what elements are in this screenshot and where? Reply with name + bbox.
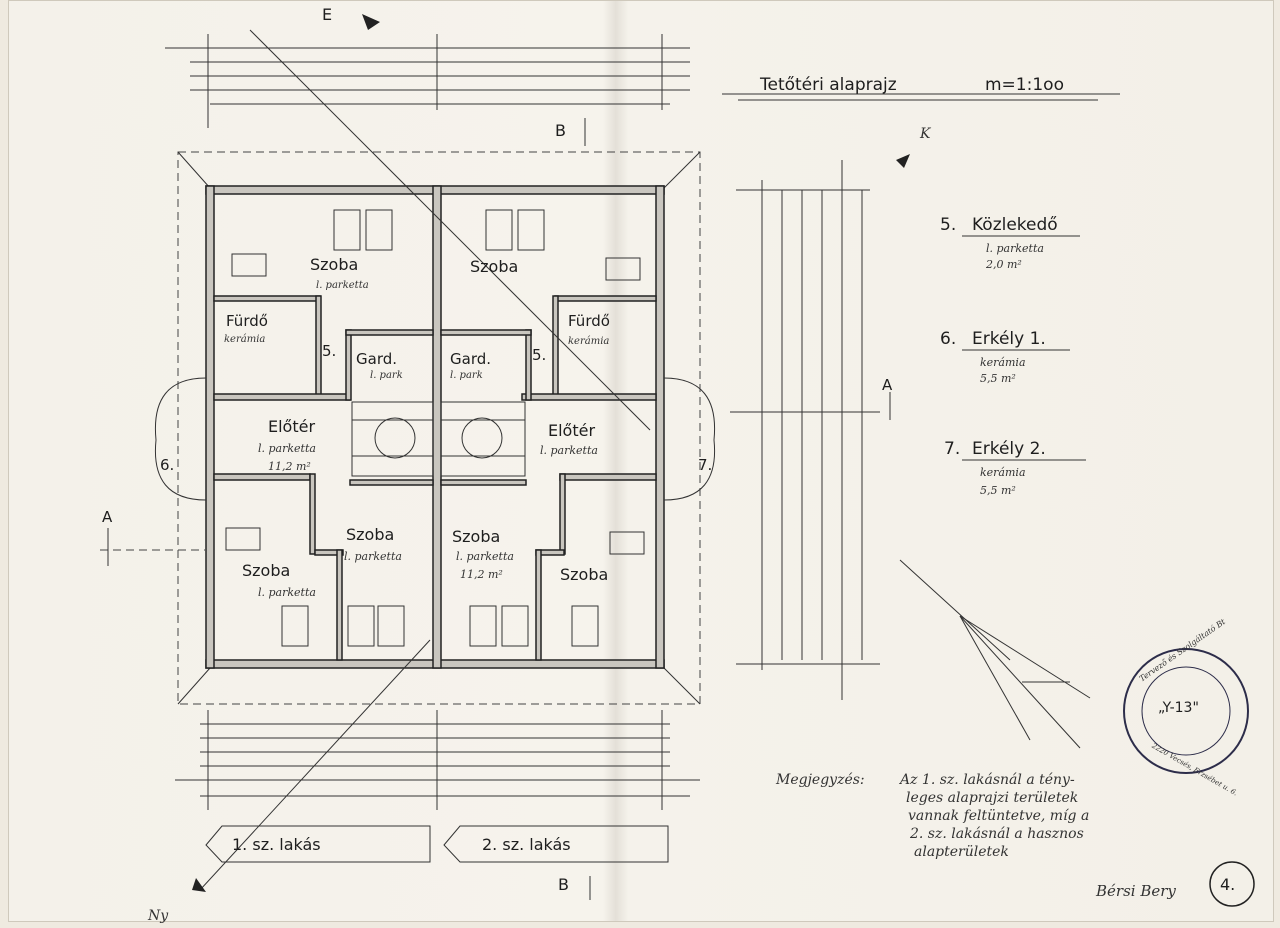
note-line-1: Az 1. sz. lakásnál a tény- [898, 772, 1075, 788]
stamp-code: „Y-13" [1158, 700, 1199, 716]
legend-6-floor: kerámia [980, 356, 1026, 369]
legend-5-number: 5. [940, 215, 956, 235]
legend-6-number: 6. [940, 329, 956, 349]
room-eloter-right: Előtér [548, 421, 595, 440]
floor-szoba-left-bottom: l. parketta [258, 586, 316, 599]
legend-6-name: Erkély 1. [972, 329, 1046, 349]
signature: Bérsi Bery [1095, 882, 1176, 900]
room-gard-right: Gard. [450, 350, 491, 368]
floor-szoba-left-mid: l. parketta [344, 550, 402, 563]
room-szoba-left-bottom: Szoba [242, 561, 290, 580]
number-7: 7. [698, 456, 712, 474]
room-szoba-left-top: Szoba [310, 255, 358, 274]
legend-5-area: 2,0 m² [985, 258, 1022, 271]
section-mark-b-bottom: B [558, 875, 569, 894]
area-eloter-left: 11,2 m² [268, 460, 311, 473]
dimension-chains-top [165, 34, 690, 128]
sheet-title: Tetőtéri alaprajz [759, 75, 897, 95]
room-furdo-right: Fürdő [568, 312, 610, 330]
note-line-5: alapterületek [914, 844, 1009, 860]
staircase [351, 401, 526, 477]
room-szoba-right-top: Szoba [470, 257, 518, 276]
room-gard-left: Gard. [356, 350, 397, 368]
floor-eloter-left: l. parketta [258, 442, 316, 455]
page-number-circle [1209, 861, 1255, 907]
number-5-left: 5. [322, 342, 336, 360]
balcony-right [663, 377, 716, 501]
company-stamp [1123, 648, 1249, 774]
stamp-company: Tervező és Szolgáltató Bt [1138, 617, 1228, 684]
legend-5-floor: l. parketta [986, 242, 1044, 255]
legend-7-floor: kerámia [980, 466, 1026, 479]
inner-walls [213, 295, 657, 661]
room-szoba-right-mid: Szoba [452, 527, 500, 546]
diagonal-construction-line [249, 29, 651, 431]
section-mark-a-left: A [102, 508, 113, 526]
north-arrow-label: E [322, 5, 332, 24]
north-arrow-k-label: K [919, 126, 932, 142]
legend-6-area: 5,5 m² [980, 372, 1016, 385]
note-label: Megjegyzés: [775, 772, 865, 788]
unit1-label: 1. sz. lakás [232, 835, 321, 854]
legend-7-area: 5,5 m² [980, 484, 1016, 497]
dimension-chains-bottom [175, 710, 700, 810]
section-mark-a-right: A [882, 376, 893, 394]
floor-furdo-right: kerámia [568, 336, 609, 347]
outer-walls [205, 185, 665, 669]
floor-gard-right: l. park [450, 370, 483, 381]
balcony-left [154, 377, 207, 501]
room-furdo-left: Fürdő [226, 312, 268, 330]
stamp-address: 2220 Vecsés, Erzsébet u. 6. [1149, 741, 1238, 797]
note-line-2: leges alaprajzi területek [906, 790, 1078, 806]
note-line-4: 2. sz. lakásnál a hasznos [909, 826, 1084, 842]
paper-background [8, 0, 1274, 922]
roof-windows [225, 209, 645, 647]
sheet-scale: m=1:1oo [985, 75, 1064, 95]
unit2-arrow [443, 825, 669, 863]
dimension-chains-right [730, 160, 880, 700]
number-5-right: 5. [532, 346, 546, 364]
floor-szoba-right-mid: l. parketta [456, 550, 514, 563]
legend-5-name: Közlekedő [972, 215, 1058, 235]
unit2-label: 2. sz. lakás [482, 835, 571, 854]
page-number: 4. [1220, 875, 1235, 894]
area-szoba-right-mid: 11,2 m² [460, 568, 503, 581]
section-mark-b-top: B [555, 121, 566, 140]
floor-eloter-right: l. parketta [540, 444, 598, 457]
legend-7-number: 7. [944, 439, 960, 459]
floor-gard-left: l. park [370, 370, 403, 381]
floor-furdo-left: kerámia [224, 334, 265, 345]
floor-szoba-left-top: l. parketta [316, 280, 369, 291]
legend-7-name: Erkély 2. [972, 439, 1046, 459]
room-szoba-right-bottom: Szoba [560, 565, 608, 584]
number-6: 6. [160, 456, 174, 474]
room-eloter-left: Előtér [268, 417, 315, 436]
roof-outline [177, 151, 701, 705]
unit1-arrow [205, 825, 431, 863]
room-szoba-left-mid: Szoba [346, 525, 394, 544]
note-line-3: vannak feltüntetve, míg a [908, 808, 1089, 824]
corner-mark: Ny [147, 908, 169, 924]
